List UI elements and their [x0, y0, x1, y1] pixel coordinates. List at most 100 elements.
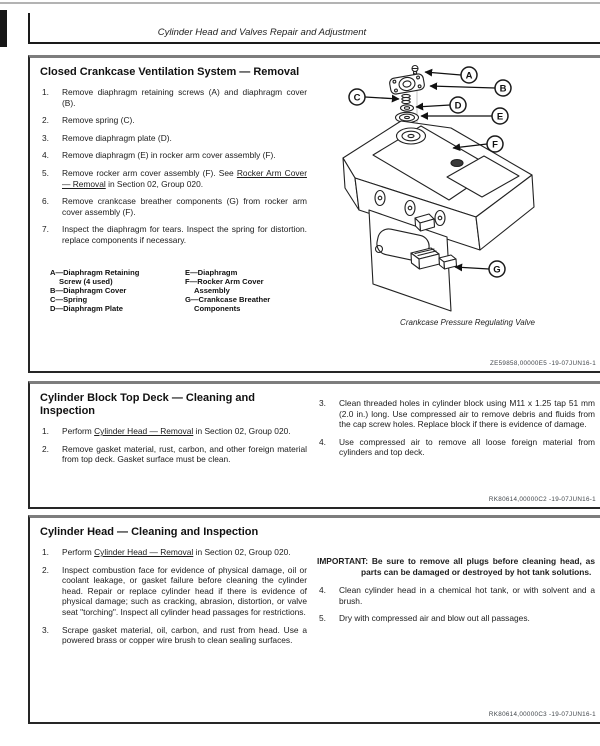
callout-a-badge: A — [460, 66, 478, 84]
section-cylinder-head-cleaning: Cylinder Head — Cleaning and Inspection … — [28, 515, 600, 724]
step-text: Use compressed air to remove all loose f… — [339, 436, 595, 458]
svg-text:A: A — [466, 71, 473, 82]
figure-caption: Crankcase Pressure Regulating Valve — [400, 318, 535, 327]
step-text: Remove spring (C). — [62, 115, 135, 126]
callout-arrows — [364, 68, 496, 272]
legend-line: A—Diaphragm Retaining — [50, 267, 140, 277]
step-text: Inspect the diaphragm for tears. Inspect… — [62, 224, 307, 245]
step-number: 2. — [42, 564, 49, 575]
section3-left-column: Cylinder Head — Cleaning and Inspection … — [40, 521, 307, 653]
step-number: 3. — [42, 624, 49, 635]
svg-text:G: G — [493, 265, 500, 276]
section2-right-column: 3. Clean threaded holes in cylinder bloc… — [317, 398, 595, 465]
step-item: 6. Remove crankcase breather components … — [40, 196, 307, 217]
svg-text:C: C — [354, 93, 361, 104]
section3-doc-code: RK80614,00000C3 -19-07JUN16-1 — [488, 711, 596, 718]
step-text: Scrape gasket material, oil, carbon, and… — [62, 624, 307, 646]
step-number: 3. — [319, 398, 326, 408]
step-item: 5. Remove rocker arm cover assembly (F).… — [40, 168, 307, 189]
step-text: Remove diaphragm retaining screws (A) an… — [62, 87, 307, 108]
step-text: Remove crankcase breather components (G)… — [62, 196, 307, 217]
section1-text-column: Closed Crankcase Ventilation System — Re… — [40, 61, 307, 314]
svg-text:F: F — [492, 140, 498, 151]
xref-rocker-arm-cover-removal[interactable]: Rocker Arm Cover — Removal — [62, 167, 307, 189]
callout-d-badge: D — [449, 96, 467, 114]
page-running-title: Cylinder Head and Valves Repair and Adju… — [157, 27, 367, 38]
legend-line: D—Diaphragm Plate — [50, 304, 124, 314]
step-text: Remove diaphragm (E) in rocker arm cover… — [62, 150, 276, 161]
legend-entry: E—Diaphragm — [185, 268, 307, 277]
important-text: Be sure to remove all plugs before clean… — [361, 556, 595, 577]
step-item: 3. Clean threaded holes in cylinder bloc… — [317, 398, 595, 430]
svg-text:E: E — [497, 112, 503, 123]
important-note: IMPORTANT: Be sure to remove all plugs b… — [317, 556, 595, 577]
section-cylinder-block-top-deck: Cylinder Block Top Deck — Cleaning and I… — [28, 381, 600, 509]
step-number: 2. — [42, 115, 49, 126]
step-number: 4. — [319, 436, 326, 447]
step-number: 1. — [42, 87, 49, 97]
xref-cylinder-head-removal[interactable]: Cylinder Head — Removal — [94, 547, 194, 557]
section2-left-column: Cylinder Block Top Deck — Cleaning and I… — [40, 387, 307, 472]
step-text-part: in Section 02, Group 020. — [105, 178, 204, 189]
step-text-part: Perform — [62, 426, 95, 436]
step-text: Remove diaphragm plate (D). — [62, 132, 172, 143]
step-number: 2. — [42, 443, 49, 454]
callout-g-badge: G — [488, 260, 506, 278]
section1-doc-code: ZE59858,00000E5 -19-07JUN16-1 — [489, 360, 596, 367]
header-left-rule — [28, 13, 30, 43]
step-text: Dry with compressed air and blow out all… — [339, 613, 530, 624]
step-text: Inspect combustion face for evidence of … — [62, 564, 307, 617]
section2-doc-code: RK80614,00000C2 -19-07JUN16-1 — [488, 496, 596, 503]
xref-cylinder-head-removal[interactable]: Cylinder Head — Removal — [94, 426, 194, 436]
important-label: IMPORTANT: — [317, 556, 369, 566]
step-item: 5. Dry with compressed air and blow out … — [317, 613, 595, 624]
legend-line: Components — [194, 304, 241, 314]
step-text-part: Remove rocker arm cover assembly (F). Se… — [62, 167, 237, 178]
step-number: 6. — [42, 196, 49, 207]
step-item: 4. Remove diaphragm (E) in rocker arm co… — [40, 150, 307, 161]
figure-crankcase-pressure-valve: A B C D E F G Crankcase Pressure Regulat… — [335, 60, 600, 327]
header-bottom-rule — [28, 42, 600, 44]
step-item: 2. Remove gasket material, rust, carbon,… — [40, 444, 307, 465]
section1-title: Closed Crankcase Ventilation System — Re… — [40, 66, 300, 78]
legend-entry: B—Diaphragm Cover — [50, 286, 185, 295]
legend-line: G—Crankcase Breather — [185, 295, 271, 305]
page-top-rule — [0, 2, 600, 4]
step-number: 5. — [319, 613, 326, 624]
step-text: Remove gasket material, rust, carbon, an… — [62, 443, 307, 465]
step-text-part: Perform — [62, 547, 95, 557]
step-item: 7. Inspect the diaphragm for tears. Insp… — [40, 224, 307, 245]
step-item: 4. Clean cylinder head in a chemical hot… — [317, 585, 595, 606]
step-item: 4. Use compressed air to remove all loos… — [317, 437, 595, 458]
step-number: 4. — [42, 150, 49, 161]
step-text-part: in Section 02, Group 020. — [193, 547, 291, 557]
legend-line: F—Rocker Arm Cover — [185, 276, 264, 286]
step-text: Remove rocker arm cover assembly (F). Se… — [62, 168, 307, 189]
step-item: 1. Remove diaphragm retaining screws (A)… — [40, 87, 307, 108]
svg-text:B: B — [500, 84, 507, 95]
step-text-part: in Section 02, Group 020. — [193, 426, 291, 436]
callout-c-badge: C — [348, 88, 366, 106]
rocker-cover-drawing — [342, 120, 535, 251]
step-number: 5. — [42, 167, 49, 178]
step-item: 1. Perform Cylinder Head — Removal in Se… — [40, 547, 307, 558]
exploded-view-diagram: A B C D E F G — [342, 64, 535, 312]
step-item: 2. Inspect combustion face for evidence … — [40, 565, 307, 618]
callout-e-badge: E — [491, 107, 509, 125]
svg-text:D: D — [455, 101, 462, 112]
step-item: 3. Remove diaphragm plate (D). — [40, 133, 307, 144]
legend-line: Screw (4 used) — [59, 276, 113, 286]
section3-title: Cylinder Head — Cleaning and Inspection — [40, 526, 259, 538]
step-number: 4. — [319, 585, 326, 596]
legend-entry: D—Diaphragm Plate — [50, 304, 185, 313]
callout-f-badge: F — [486, 135, 504, 153]
callout-b-badge: B — [494, 79, 512, 97]
step-text: Clean threaded holes in cylinder block u… — [339, 398, 595, 430]
legend-line: Assembly — [194, 285, 230, 295]
section3-right-column: IMPORTANT: Be sure to remove all plugs b… — [317, 556, 595, 631]
legend-entry: C—Spring — [50, 295, 185, 304]
